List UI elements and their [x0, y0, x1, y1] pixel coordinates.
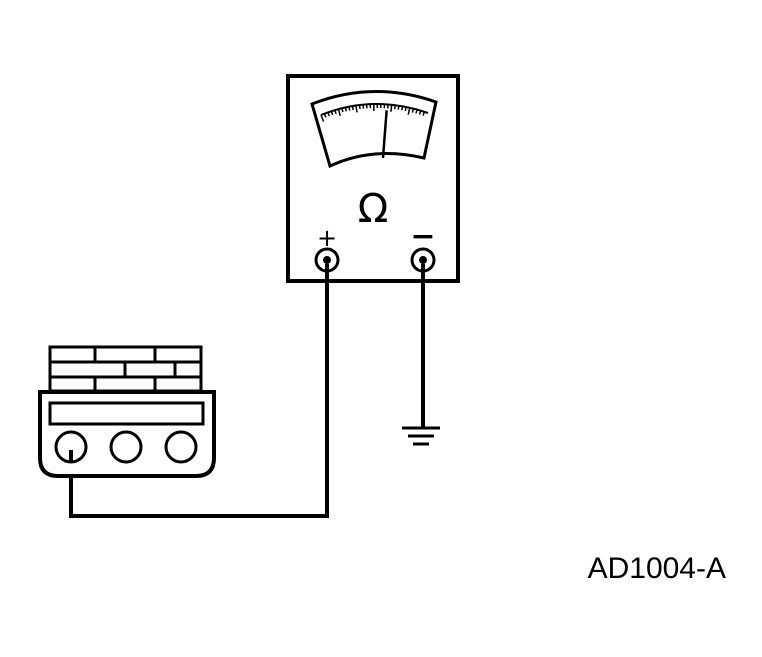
scale-tick: [341, 108, 344, 113]
meter-scale-window: [310, 90, 438, 169]
scale-tick: [323, 113, 327, 118]
scale-tick: [351, 105, 354, 111]
figure-id-label: AD1004-A: [587, 552, 726, 585]
scale-tick: [334, 109, 337, 115]
scale-tick: [320, 114, 325, 122]
scale-tick: [418, 110, 422, 115]
ohmmeter-body: [286, 74, 460, 283]
scale-tick: [397, 105, 400, 110]
scale-tick: [422, 111, 426, 116]
connector-pins: [54, 430, 198, 464]
connector-slot: [48, 401, 205, 426]
scale-tick: [407, 107, 411, 115]
scale-tick: [415, 109, 418, 114]
positive-test-lead: [69, 264, 329, 518]
connector-pin-3: [164, 430, 198, 464]
scale-tick: [390, 104, 393, 112]
meter-needle: [381, 110, 388, 159]
scale-tick: [401, 106, 404, 111]
ground-symbol: [402, 426, 440, 446]
connector-pin-2: [109, 430, 143, 464]
positive-terminal-label: +: [317, 224, 337, 252]
scale-tick: [404, 106, 407, 112]
scale-tick: [337, 108, 341, 117]
scale-tick: [330, 110, 334, 116]
scale-tick: [411, 108, 415, 113]
connector-housing-top: [48, 345, 203, 393]
scale-tick: [327, 112, 330, 117]
scale-tick: [348, 106, 351, 111]
scale-tick: [355, 105, 358, 113]
ohm-symbol: Ω: [358, 186, 389, 232]
meter-scale-ticks: [320, 103, 426, 122]
scale-tick: [394, 105, 397, 110]
scale-tick: [344, 107, 348, 112]
